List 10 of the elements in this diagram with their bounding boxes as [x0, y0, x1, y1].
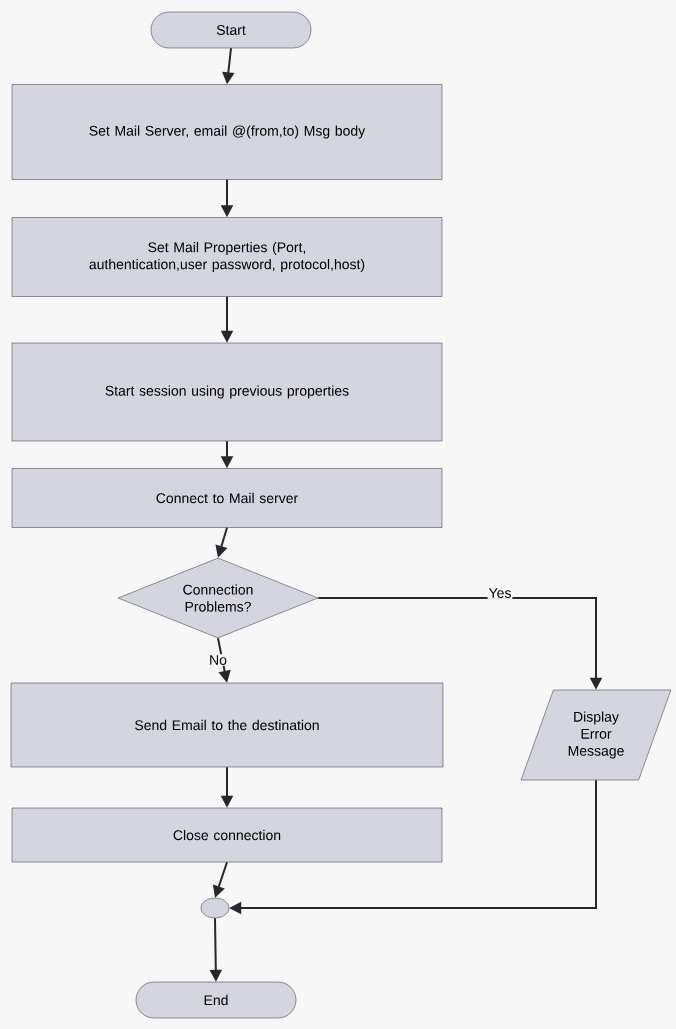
process-box: Start session using previous properties [11, 342, 443, 442]
edge-label: No [208, 654, 228, 666]
process-box: Connect to Mail server [11, 468, 443, 528]
process-box: Close connection [11, 807, 443, 863]
connector-circle [200, 897, 230, 919]
process-box: Set Mail Properties (Port, authentication,user password, protocol,host) [11, 217, 443, 297]
process-box: Send Email to the destination [10, 682, 444, 768]
edge-label: Yes [487, 587, 513, 599]
process-box: Set Mail Server, email @(from,to) Msg body [11, 84, 443, 180]
data-parallelogram: Display Error Message [520, 689, 672, 781]
